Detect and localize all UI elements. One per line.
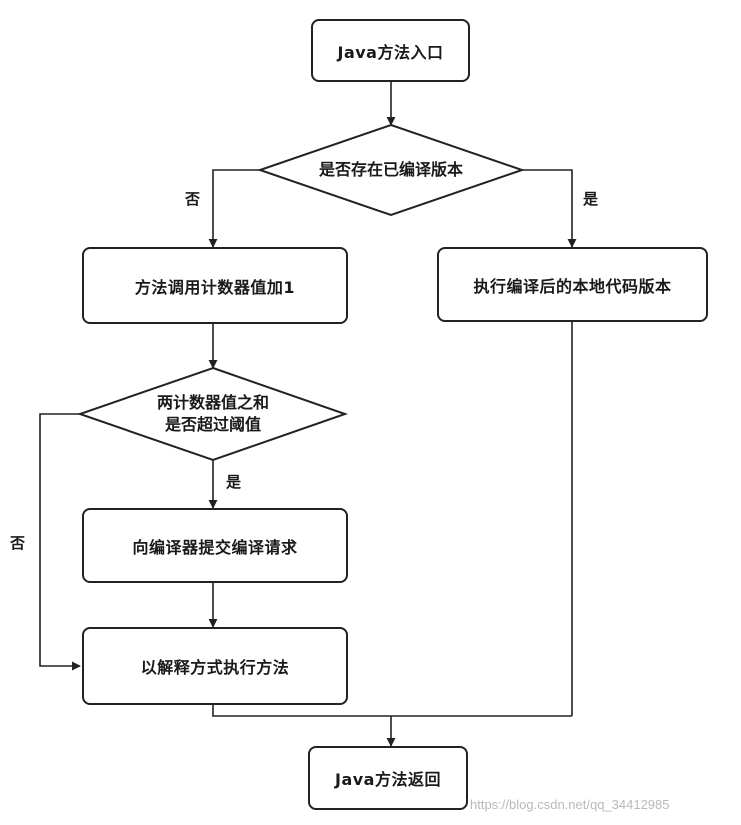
line-interpret-to-merge xyxy=(212,705,572,717)
start-node: Java方法入口 xyxy=(311,19,470,82)
decision-compiled-shape xyxy=(256,123,526,217)
end-node: Java方法返回 xyxy=(308,746,468,810)
run-native-node: 执行编译后的本地代码版本 xyxy=(437,247,708,322)
start-node-label: Java方法入口 xyxy=(337,42,444,62)
branch-label-yes-compiled: 是 xyxy=(583,190,599,208)
end-node-label: Java方法返回 xyxy=(335,770,441,789)
increment-counter-label: 方法调用计数器值加1 xyxy=(134,277,296,297)
arrow-threshold-no-to-interpret xyxy=(39,413,81,671)
submit-compile-node: 向编译器提交编译请求 xyxy=(82,508,348,583)
decision-threshold-line1: 两计数器值之和 xyxy=(156,393,269,412)
decision-compiled-node: 是否存在已编译版本 xyxy=(290,150,492,190)
arrow-decision-yes-to-native xyxy=(522,169,577,248)
submit-compile-label: 向编译器提交编译请求 xyxy=(132,537,298,557)
branch-label-yes-threshold: 是 xyxy=(226,473,242,491)
decision-threshold-line2: 是否超过阈值 xyxy=(164,415,261,434)
interpret-label: 以解释方式执行方法 xyxy=(140,658,290,677)
interpret-node: 以解释方式执行方法 xyxy=(82,627,348,705)
branch-label-no-threshold: 否 xyxy=(10,534,26,552)
watermark-text: https://blog.csdn.net/qq_34412985 xyxy=(470,797,670,812)
increment-counter-node: 方法调用计数器值加1 xyxy=(82,247,348,324)
decision-threshold-node: 两计数器值之和 是否超过阈值 xyxy=(120,390,306,438)
arrow-decision-no-to-increment xyxy=(208,169,260,248)
decision-compiled-label: 是否存在已编译版本 xyxy=(318,160,463,179)
decision-threshold-shape xyxy=(76,366,349,462)
run-native-label: 执行编译后的本地代码版本 xyxy=(473,276,672,296)
branch-label-no-compiled: 否 xyxy=(185,190,201,208)
